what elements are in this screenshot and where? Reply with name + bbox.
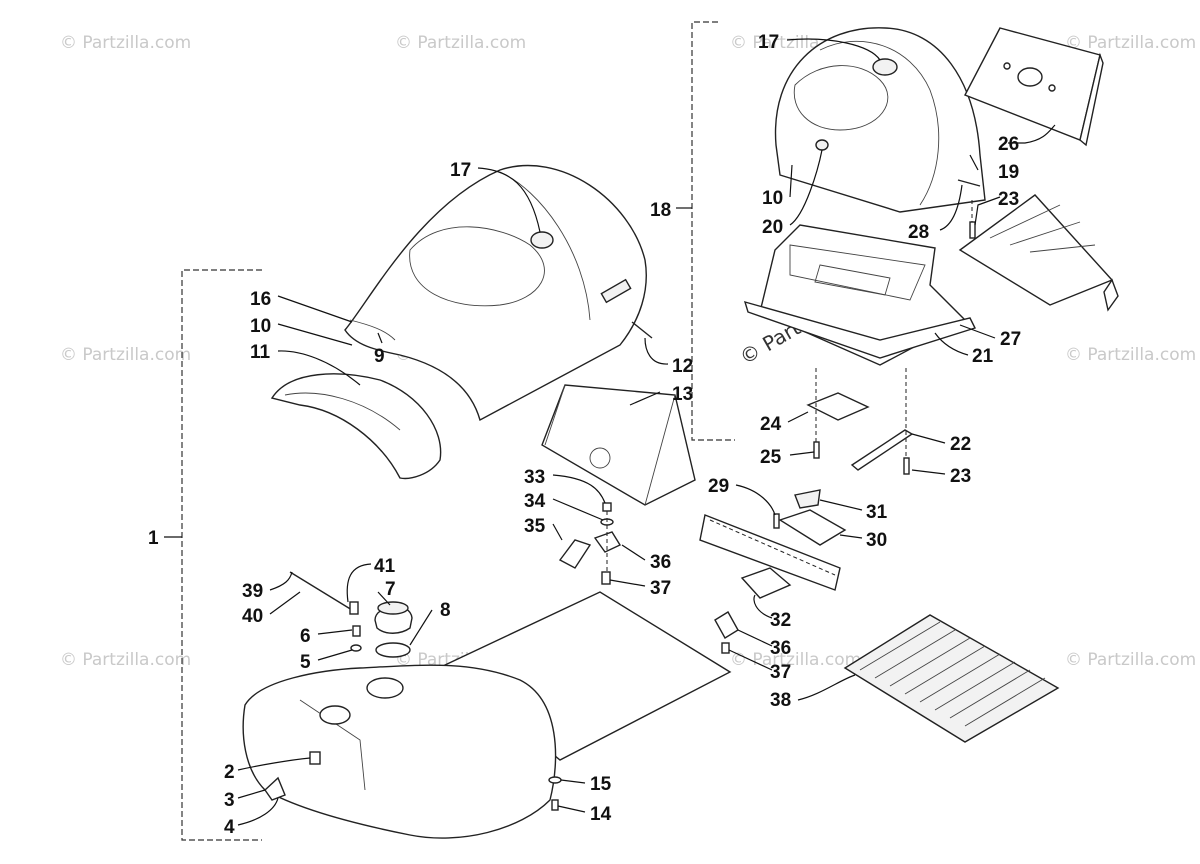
- rail-assembly: [699, 489, 847, 599]
- washer-15: [548, 776, 562, 784]
- callout-41: 41: [374, 556, 396, 577]
- callout-5: 5: [300, 652, 311, 673]
- callout-4: 4: [224, 817, 235, 838]
- watermark: © Partzilla.com: [60, 345, 191, 365]
- screw-23-lower: [903, 457, 910, 475]
- callout-31: 31: [866, 502, 888, 523]
- callout-2: 2: [224, 762, 235, 783]
- callout-37: 37: [770, 662, 791, 683]
- pin-12: [631, 321, 653, 339]
- callout-32: 32: [770, 610, 791, 631]
- foam-block-13: [541, 384, 696, 506]
- watermark: © Partzilla.com: [730, 650, 861, 670]
- storage-tray-21: [743, 224, 976, 366]
- group-bracket-18: [691, 21, 735, 441]
- clamp-41: [349, 601, 359, 615]
- callout-34: 34: [524, 491, 546, 512]
- callout-29: 29: [708, 476, 729, 497]
- callout-10: 10: [762, 188, 783, 209]
- tray-27: [958, 194, 1119, 312]
- callout-20: 20: [762, 217, 783, 238]
- callout-18: 18: [650, 200, 671, 221]
- rear-seat-cover: [774, 27, 986, 213]
- callout-11: 11: [250, 342, 271, 363]
- hardware-stack-center: [558, 502, 622, 585]
- callout-35: 35: [524, 516, 546, 537]
- fuel-hose-39: [289, 571, 353, 611]
- callout-labels: 1 2 3 4 5 6 7 8 9 10 10 11 12 13 14 15 1…: [148, 32, 1021, 838]
- callout-9: 9: [374, 346, 385, 367]
- leader-lines: [237, 38, 1056, 826]
- watermark: © Partzilla.com: [1065, 650, 1196, 670]
- callout-38: 38: [770, 690, 791, 711]
- callout-15: 15: [590, 774, 612, 795]
- callout-10: 10: [250, 316, 271, 337]
- callout-7: 7: [385, 579, 396, 600]
- callout-17: 17: [450, 160, 471, 181]
- seat-base-11: [270, 373, 442, 480]
- bracket-24: [806, 392, 870, 421]
- fuel-cap-7: [374, 601, 413, 634]
- foam-pad-26: [964, 27, 1104, 147]
- clamp-3: [264, 776, 286, 801]
- fuel-tank: [242, 591, 732, 839]
- callout-36: 36: [770, 638, 791, 659]
- callout-26: 26: [998, 134, 1019, 155]
- callout-30: 30: [866, 530, 887, 551]
- callout-36: 36: [650, 552, 671, 573]
- callout-24: 24: [760, 414, 782, 435]
- callout-39: 39: [242, 581, 263, 602]
- screw-14: [551, 799, 559, 811]
- fitting-6: [352, 625, 361, 637]
- floor-mat-38: [843, 614, 1060, 743]
- callout-22: 22: [950, 434, 971, 455]
- washer-5: [350, 644, 362, 652]
- pin-28: [957, 179, 981, 187]
- watermark: © Partzilla.com: [1065, 345, 1196, 365]
- callout-21: 21: [972, 346, 994, 367]
- callout-27: 27: [1000, 329, 1021, 350]
- callout-37: 37: [650, 578, 671, 599]
- callout-28: 28: [908, 222, 929, 243]
- screw-25: [813, 441, 820, 459]
- callout-33: 33: [524, 467, 545, 488]
- callout-13: 13: [672, 384, 693, 405]
- callout-17: 17: [758, 32, 779, 53]
- watermarks: © Partzilla.com © Partzilla.com © Partzi…: [60, 33, 1196, 670]
- callout-23: 23: [950, 466, 971, 487]
- main-seat: [344, 164, 647, 422]
- callout-14: 14: [590, 804, 612, 825]
- watermark: © Partzilla.com: [395, 33, 526, 53]
- callout-25: 25: [760, 447, 782, 468]
- screw-23-upper: [969, 221, 976, 239]
- callout-8: 8: [440, 600, 451, 621]
- strip-22: [850, 429, 914, 471]
- callout-12: 12: [672, 356, 693, 377]
- group-bracket-1: [181, 269, 262, 841]
- gasket-8: [375, 642, 411, 658]
- callout-19: 19: [998, 162, 1019, 183]
- callout-40: 40: [242, 606, 263, 627]
- callout-3: 3: [224, 790, 235, 811]
- callout-6: 6: [300, 626, 311, 647]
- watermark: © Partzilla.com: [60, 650, 191, 670]
- hardware-stack-right: [714, 611, 739, 654]
- watermark: © Partzilla.com: [60, 33, 191, 53]
- callout-1: 1: [148, 528, 159, 549]
- callout-16: 16: [250, 289, 271, 310]
- watermark: © Partzilla.com: [1065, 33, 1196, 53]
- callout-23: 23: [998, 189, 1019, 210]
